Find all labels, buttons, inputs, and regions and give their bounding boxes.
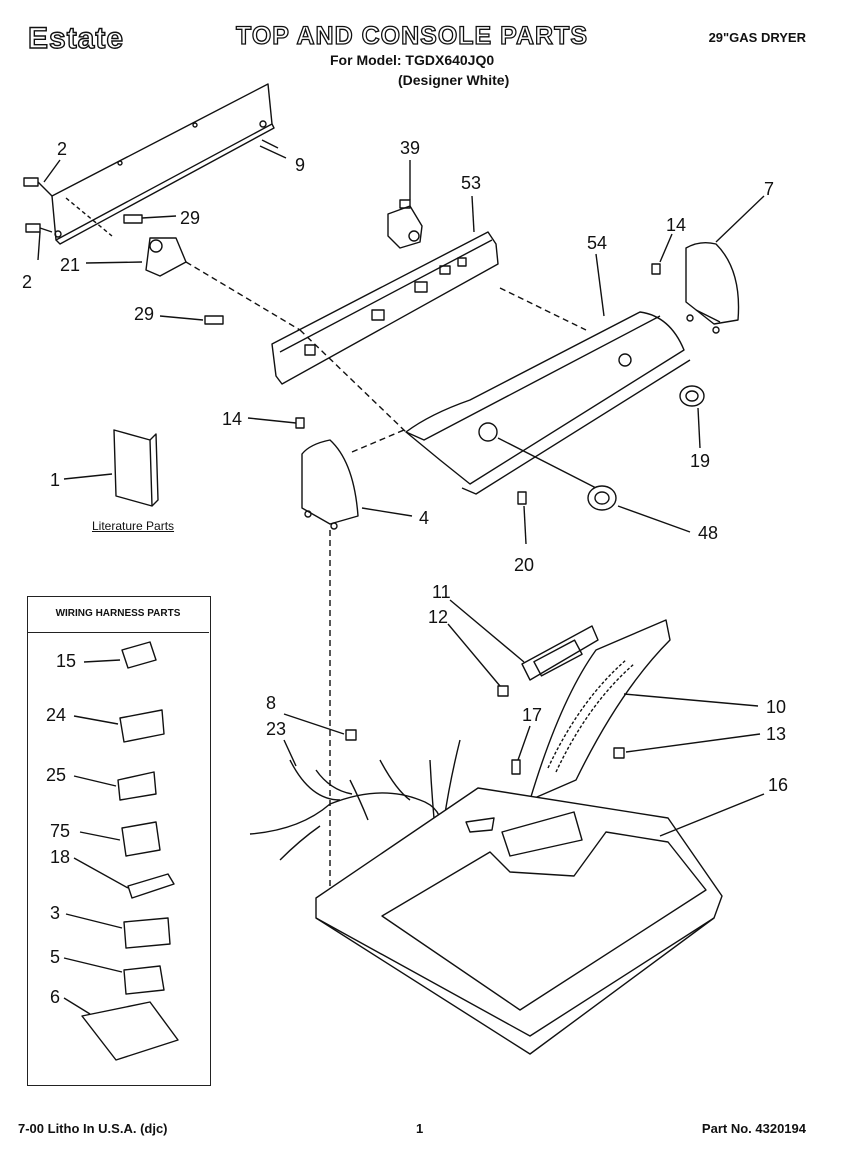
footer-page-number: 1 (416, 1121, 424, 1136)
timer-39 (387, 199, 423, 249)
knob-19 (679, 385, 705, 407)
switch-21 (145, 237, 301, 331)
callout-9: 9 (295, 155, 306, 175)
wiring-item-3: 3 (50, 903, 61, 923)
callout-48: 48 (698, 523, 719, 543)
end-cap-right-7 (685, 241, 740, 334)
wiring-item-15: 15 (56, 651, 77, 671)
console-bracket-53 (271, 231, 499, 385)
top-16 (315, 787, 723, 1055)
wiring-item-25: 25 (46, 765, 67, 785)
screw-14-lower (295, 417, 305, 429)
literature-parts-label: Literature Parts (92, 519, 175, 533)
callout-14-lower: 14 (222, 409, 243, 429)
screw-29-upper (123, 214, 143, 224)
literature-1 (113, 429, 159, 507)
callout-11: 11 (432, 582, 451, 602)
callout-16: 16 (768, 775, 789, 795)
product-type: 29"GAS DRYER (708, 30, 806, 45)
callout-17: 17 (522, 705, 543, 725)
screw-12 (497, 685, 509, 697)
screw-14-upper (651, 263, 661, 275)
callout-13: 13 (766, 724, 787, 744)
callout-8: 8 (266, 693, 277, 713)
wiring-item-18: 18 (50, 847, 71, 867)
callout-2-lower: 2 (22, 272, 33, 292)
callout-1: 1 (50, 470, 61, 490)
callout-7: 7 (764, 179, 775, 199)
wiring-item-5: 5 (50, 947, 61, 967)
model-line: For Model: TGDX640JQ0 (330, 52, 495, 68)
clip-8 (345, 729, 357, 741)
screw-20 (517, 491, 527, 505)
wiring-harness-box (27, 596, 211, 1086)
console-panel-54 (299, 287, 691, 495)
page-title: TOP AND CONSOLE PARTS (235, 21, 589, 50)
callout-29-lower: 29 (134, 304, 155, 324)
callout-19: 19 (690, 451, 711, 471)
wiring-item-75: 75 (50, 821, 71, 841)
variant-line: (Designer White) (398, 72, 510, 88)
callout-21: 21 (60, 255, 81, 275)
leader-lines (37, 145, 765, 837)
rear-panel-9 (51, 83, 279, 245)
callout-39: 39 (400, 138, 421, 158)
callout-10: 10 (766, 697, 787, 717)
screw-2-upper (23, 177, 53, 197)
screw-13 (613, 747, 625, 759)
callout-54: 54 (587, 233, 608, 253)
footer-litho: 7-00 Litho In U.S.A. (djc) (18, 1121, 168, 1136)
callout-23: 23 (266, 719, 287, 739)
callout-14-upper: 14 (666, 215, 687, 235)
callout-29-upper: 29 (180, 208, 201, 228)
screw-29-lower (204, 315, 224, 325)
knob-48 (587, 485, 617, 511)
bracket-11 (521, 625, 599, 681)
brand-logo: Estate (27, 21, 125, 55)
wiring-item-24: 24 (46, 705, 67, 725)
clip-17 (511, 759, 521, 775)
end-cap-left-4 (301, 429, 405, 900)
callout-12: 12 (428, 607, 449, 627)
screw-2-lower (25, 223, 53, 233)
callout-20: 20 (514, 555, 535, 575)
grille-10 (529, 619, 671, 801)
wiring-parts-art (63, 641, 179, 1061)
callout-53: 53 (461, 173, 482, 193)
footer-part-number: Part No. 4320194 (701, 1121, 806, 1136)
callout-4: 4 (419, 508, 430, 528)
wiring-item-6: 6 (50, 987, 61, 1007)
wiring-harness-heading: WIRING HARNESS PARTS (27, 596, 209, 633)
callout-2-upper: 2 (57, 139, 68, 159)
